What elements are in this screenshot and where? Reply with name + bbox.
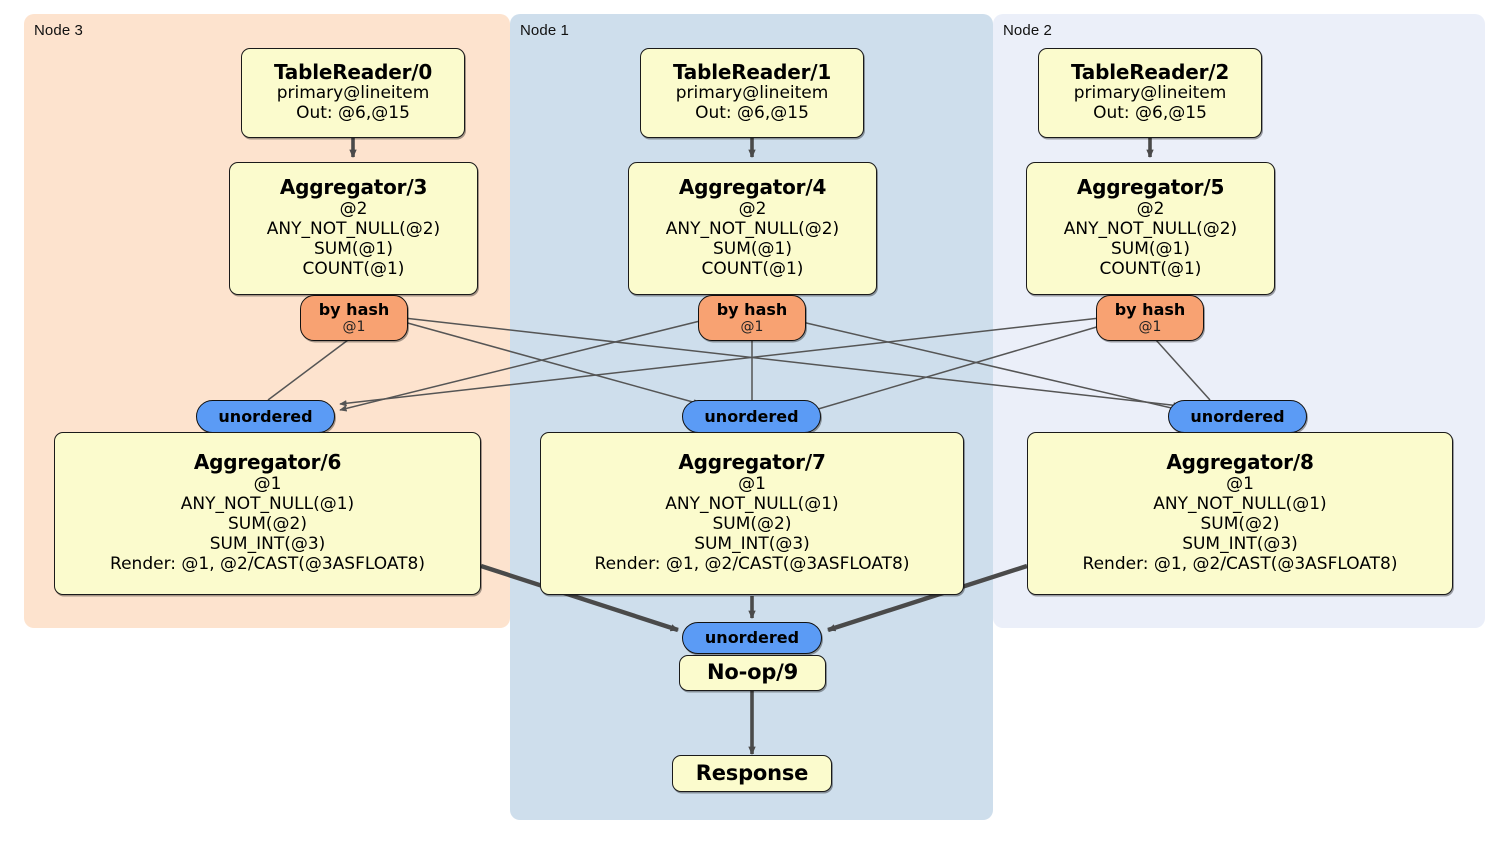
node-line: SUM_INT(@3) [1182,533,1298,554]
node-line: SUM(@2) [712,513,792,534]
node-line: ANY_NOT_NULL(@1) [1153,493,1327,514]
node-line: ANY_NOT_NULL(@2) [266,218,441,239]
node-title: TableReader/1 [672,59,832,84]
node-unordered-left[interactable]: unordered [196,400,335,433]
node-line: SUM(@2) [228,513,307,534]
node-line: Render: @1, @2/CAST(@3ASFLOAT8) [110,553,425,574]
node-response[interactable]: Response [672,755,832,792]
node-tablereader-1[interactable]: TableReader/1 primary@lineitem Out: @6,@… [640,48,864,138]
node-line: ANY_NOT_NULL(@1) [665,493,839,514]
node-line: Out: @6,@15 [1093,103,1207,124]
node-line: SUM_INT(@3) [694,533,810,554]
node-line: primary@lineitem [1073,83,1227,104]
node-tablereader-2[interactable]: TableReader/2 primary@lineitem Out: @6,@… [1038,48,1262,138]
panel-label-node-1: Node 1 [520,22,569,39]
node-aggregator-3[interactable]: Aggregator/3 @2 ANY_NOT_NULL(@2) SUM(@1)… [229,162,478,295]
node-by-hash-left[interactable]: by hash @1 [300,295,408,341]
node-title: by hash [716,300,788,320]
node-title: by hash [1114,300,1186,320]
node-line: @1 [738,473,766,494]
node-title: unordered [218,406,313,426]
node-title: Response [695,760,809,785]
node-title: TableReader/0 [273,59,433,84]
node-line: SUM(@2) [1200,513,1280,534]
node-line: ANY_NOT_NULL(@2) [1063,218,1238,239]
node-title: Aggregator/3 [279,175,428,200]
node-line: @1 [342,318,366,335]
node-line: Out: @6,@15 [695,103,809,124]
node-title: unordered [704,406,799,426]
node-line: ANY_NOT_NULL(@1) [180,493,355,514]
panel-label-node-3: Node 3 [34,22,83,39]
node-title: unordered [1190,406,1285,426]
node-line: @2 [738,198,767,219]
node-line: @1 [740,318,764,335]
node-line: primary@lineitem [675,83,829,104]
node-aggregator-8[interactable]: Aggregator/8 @1 ANY_NOT_NULL(@1) SUM(@2)… [1027,432,1453,595]
node-line: COUNT(@1) [1099,258,1202,279]
node-line: @2 [1136,198,1165,219]
node-unordered-middle[interactable]: unordered [682,400,821,433]
node-by-hash-middle[interactable]: by hash @1 [698,295,806,341]
node-line: SUM_INT(@3) [209,533,326,554]
node-title: Aggregator/7 [678,450,826,475]
node-aggregator-5[interactable]: Aggregator/5 @2 ANY_NOT_NULL(@2) SUM(@1)… [1026,162,1275,295]
node-line: SUM(@1) [713,238,792,259]
node-line: @2 [339,198,368,219]
node-line: Out: @6,@15 [296,103,410,124]
node-by-hash-right[interactable]: by hash @1 [1096,295,1204,341]
node-noop-9[interactable]: No-op/9 [679,655,826,691]
node-title: TableReader/2 [1070,59,1230,84]
node-line: SUM(@1) [314,238,393,259]
node-aggregator-6[interactable]: Aggregator/6 @1 ANY_NOT_NULL(@1) SUM(@2)… [54,432,481,595]
node-line: COUNT(@1) [302,258,405,279]
node-line: @1 [253,473,282,494]
node-line: @1 [1226,473,1254,494]
node-line: Render: @1, @2/CAST(@3ASFLOAT8) [594,553,910,574]
node-title: by hash [318,300,390,320]
panel-label-node-2: Node 2 [1003,22,1052,39]
node-line: COUNT(@1) [701,258,804,279]
node-aggregator-4[interactable]: Aggregator/4 @2 ANY_NOT_NULL(@2) SUM(@1)… [628,162,877,295]
node-line: Render: @1, @2/CAST(@3ASFLOAT8) [1082,553,1398,574]
node-title: Aggregator/4 [678,175,827,200]
node-line: ANY_NOT_NULL(@2) [665,218,840,239]
node-unordered-final[interactable]: unordered [682,622,822,654]
node-title: Aggregator/6 [193,450,342,475]
node-line: SUM(@1) [1111,238,1190,259]
node-aggregator-7[interactable]: Aggregator/7 @1 ANY_NOT_NULL(@1) SUM(@2)… [540,432,964,595]
node-line: primary@lineitem [276,83,430,104]
node-title: unordered [704,628,800,648]
node-title: No-op/9 [706,660,799,685]
node-title: Aggregator/5 [1076,175,1225,200]
node-unordered-right[interactable]: unordered [1168,400,1307,433]
node-line: @1 [1138,318,1162,335]
node-tablereader-0[interactable]: TableReader/0 primary@lineitem Out: @6,@… [241,48,465,138]
node-title: Aggregator/8 [1166,450,1314,475]
